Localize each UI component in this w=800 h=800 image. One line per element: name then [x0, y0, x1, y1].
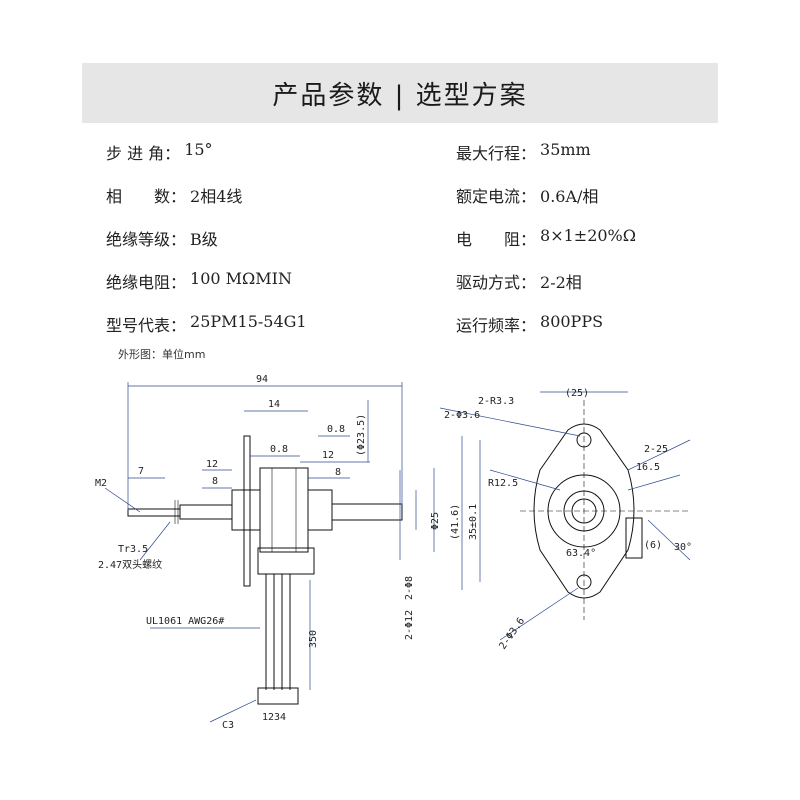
drawing-note: 外形图：单位mm [118, 348, 206, 361]
front-view: (25) 2-R3.3 2-Φ3.6 R12.5 63.4° 2-25 16.5… [439, 388, 692, 652]
spec-label: 绝缘电阻： [106, 272, 187, 292]
spec-row: 相 数：2相4线 额定电流：0.6A/相 [106, 173, 726, 216]
spec-label: 驱动方式： [456, 272, 537, 292]
spec-value: 25PM15-54G1 [190, 311, 307, 331]
spec-row: 步 进 角：15° 最大行程：35mm [106, 130, 726, 173]
spec-value: 800PPS [540, 311, 604, 331]
spec-row: 型号代表：25PM15-54G1 运行频率：800PPS [106, 302, 726, 345]
dim-m2: M2 [95, 478, 107, 489]
dim-2-25: 2-25 [644, 444, 668, 455]
spec-label: 绝缘等级： [106, 229, 187, 249]
wire-exit [257, 547, 315, 575]
dim-7: 7 [138, 466, 144, 477]
dim-thread: 2.47双头螺纹 [98, 558, 162, 571]
dim-phi25: Φ25 [430, 512, 441, 530]
spec-label: 步 进 角： [106, 143, 181, 163]
dim-0-8-a: 0.8 [270, 444, 288, 455]
spec-row: 绝缘等级：B级 电 阻：8×1±20%Ω [106, 216, 726, 259]
dim-350: 350 [308, 630, 319, 648]
dim-2phi8: 2-Φ8 [404, 576, 415, 600]
spec-value: 35mm [540, 139, 591, 159]
dim-r12-5: R12.5 [488, 478, 518, 489]
dim-2phi12: 2-Φ12 [404, 610, 415, 640]
dim-25-paren: (25) [565, 388, 589, 399]
dim-8-b: 8 [335, 467, 341, 478]
dim-pins: 1234 [262, 712, 286, 723]
dim-wire: UL1061 AWG26# [146, 616, 224, 627]
dim-8-a: 8 [212, 476, 218, 487]
front-boss [231, 489, 261, 531]
spec-label: 相 数： [106, 186, 187, 206]
spec-value: 100 MΩMIN [190, 268, 292, 288]
dim-35: 35±0.1 [468, 504, 479, 540]
motor-body [259, 467, 309, 553]
page-title: 产品参数 | 选型方案 [272, 80, 528, 111]
spec-label: 最大行程： [456, 143, 537, 163]
dim-63-4: 63.4° [566, 548, 596, 559]
flange-outline [533, 423, 635, 599]
spec-label: 额定电流： [456, 186, 537, 206]
spec-label: 运行频率： [456, 315, 537, 335]
spec-table: 步 进 角：15° 最大行程：35mm 相 数：2相4线 额定电流：0.6A/相… [106, 130, 726, 345]
spec-value: B级 [190, 229, 218, 249]
dim-phi23-5: (Φ23.5) [356, 414, 367, 456]
dim-hole-top: 2-Φ3.6 [444, 410, 480, 421]
wire-tab [625, 517, 643, 559]
lead-screw [179, 504, 233, 520]
dim-14: 14 [268, 399, 280, 410]
spec-label: 电 阻： [456, 229, 537, 249]
dim-12-b: 12 [322, 450, 334, 461]
side-view: 94 14 0.8 0.8 12 12 7 8 8 M2 Tr3.5 2.47双… [95, 374, 441, 731]
dim-c3: C3 [222, 720, 234, 731]
rear-boss [307, 489, 333, 531]
dim-r3-3: 2-R3.3 [478, 396, 514, 407]
spec-value: 2-2相 [540, 272, 582, 292]
dim-94: 94 [256, 374, 268, 385]
dim-41-6: (41.6) [450, 504, 461, 540]
spec-value: 8×1±20%Ω [540, 225, 637, 245]
connector [257, 687, 299, 705]
dim-tr35: Tr3.5 [118, 544, 148, 555]
title-banner: 产品参数 | 选型方案 [82, 63, 718, 123]
dim-hole-bottom: 2-Φ3.6 [497, 616, 527, 652]
rear-shaft [331, 503, 403, 521]
spec-value: 0.6A/相 [540, 186, 599, 206]
dim-30: 30° [674, 542, 692, 553]
dim-6: (6) [644, 540, 662, 551]
spec-value: 2相4线 [190, 186, 243, 206]
dim-16-5: 16.5 [636, 462, 660, 473]
screw-tip [127, 508, 181, 517]
spec-label: 型号代表： [106, 315, 187, 335]
dim-0-8-b: 0.8 [327, 424, 345, 435]
spec-row: 绝缘电阻：100 MΩMIN 驱动方式：2-2相 [106, 259, 726, 302]
flange-plate [243, 435, 251, 587]
dim-12-a: 12 [206, 459, 218, 470]
spec-value: 15° [184, 139, 213, 159]
